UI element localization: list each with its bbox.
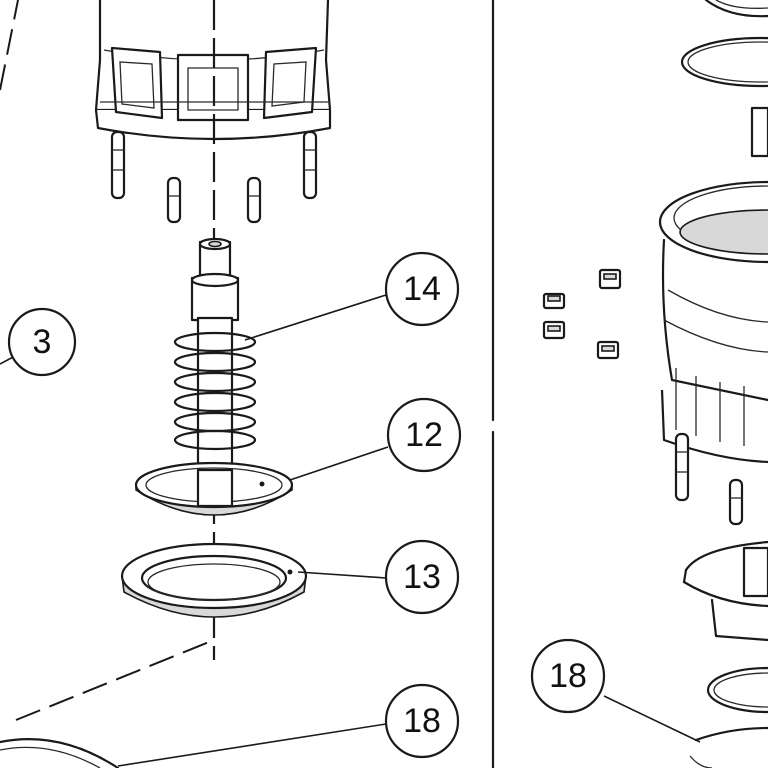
callout-label-13: 13 (403, 558, 441, 596)
callout-bubble-12: 12 (386, 397, 462, 473)
callout-label-18-right: 18 (549, 657, 587, 695)
leader-lines-left (0, 294, 389, 767)
housing-pins (110, 130, 318, 224)
callout-label-3: 3 (33, 323, 52, 361)
seat-ring-part-13 (120, 542, 308, 618)
disc-part-12 (134, 461, 294, 516)
callout-label-14: 14 (403, 270, 441, 308)
callout-label-12: 12 (405, 416, 443, 454)
o-ring-part-18-left (0, 738, 120, 768)
right-assembly-stack (658, 0, 768, 768)
callout-bubble-18-left: 18 (384, 683, 460, 759)
callout-bubble-3: 3 (7, 307, 77, 377)
loose-nuts-right (542, 268, 622, 360)
dashed-reference-lines (0, 0, 215, 721)
spring-part-14 (173, 331, 257, 451)
callout-label-18-left: 18 (403, 702, 441, 740)
leader-line-right (603, 695, 701, 743)
callout-bubble-14: 14 (384, 251, 460, 327)
callout-bubble-18-right: 18 (530, 638, 606, 714)
callout-bubble-13: 13 (384, 539, 460, 615)
valve-stem-shaft (190, 237, 240, 500)
